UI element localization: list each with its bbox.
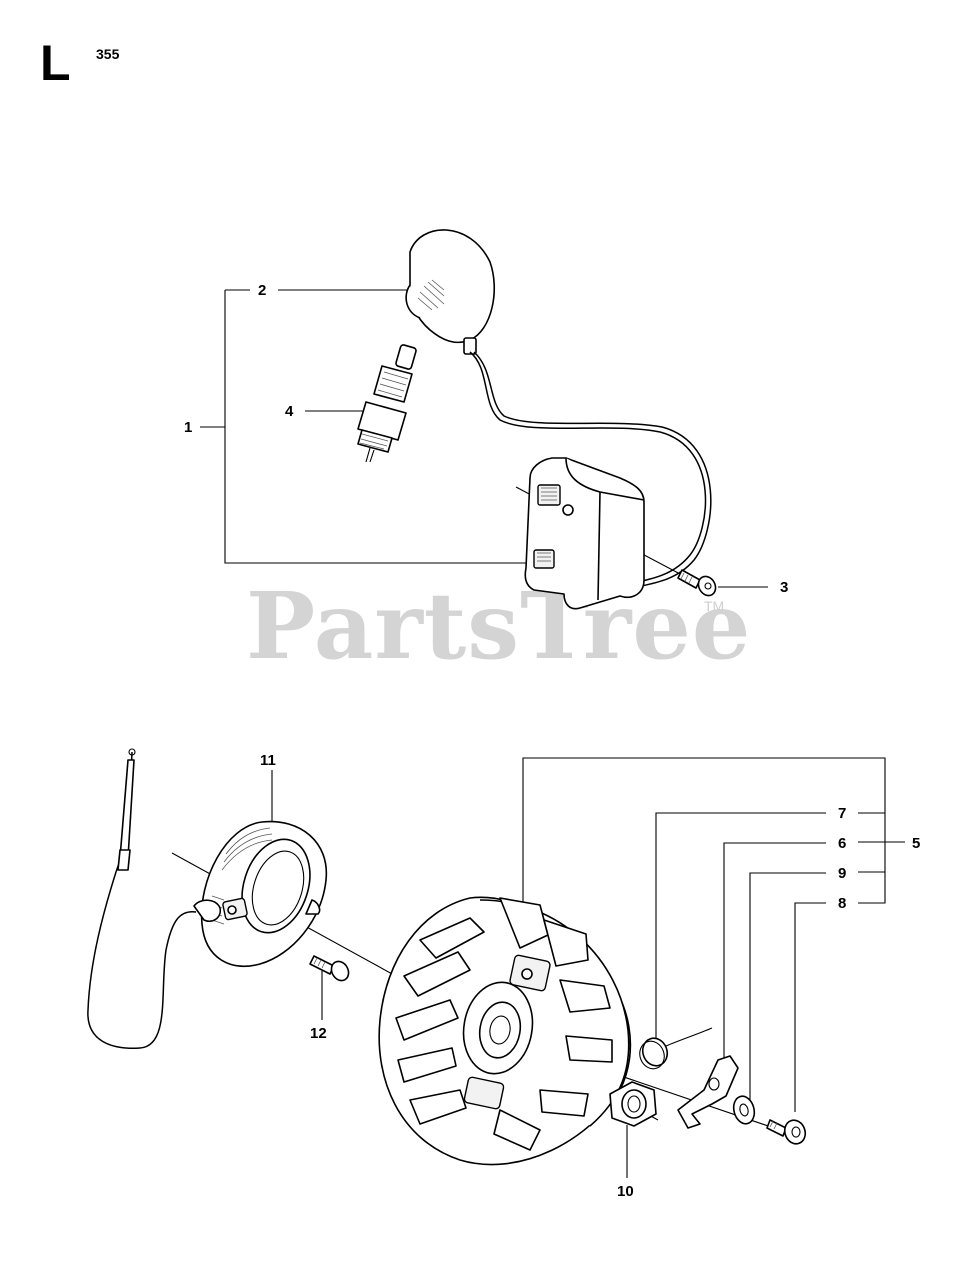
callout-12: 12 (310, 1025, 327, 1042)
callout-2: 2 (258, 282, 267, 299)
ignition-coil-ring (193, 820, 328, 967)
watermark-logo: PartsTree (246, 572, 752, 680)
callout-5: 5 (912, 835, 921, 852)
ground-wire (87, 748, 197, 1049)
pawl (677, 1055, 739, 1129)
callout-8: 8 (838, 895, 847, 912)
watermark-trademark: TM (704, 598, 725, 614)
ignition-module (524, 457, 645, 610)
page-number: 355 (96, 46, 120, 62)
callout-3: 3 (780, 579, 789, 596)
coil-screw (309, 955, 350, 982)
leader-lines-upper (200, 289, 768, 588)
callout-11: 11 (260, 752, 276, 769)
section-letter: L (40, 35, 71, 91)
callout-9: 9 (838, 865, 847, 882)
flywheel (378, 896, 632, 1166)
flywheel-nut (609, 1081, 657, 1127)
callout-7: 7 (838, 805, 847, 822)
callout-6: 6 (838, 835, 847, 852)
callout-4: 4 (285, 403, 294, 420)
spark-plug (357, 344, 417, 463)
washer (732, 1095, 756, 1125)
callout-10: 10 (617, 1183, 634, 1200)
callout-1: 1 (184, 419, 193, 436)
module-screw (677, 569, 717, 597)
pawl-screw (766, 1119, 807, 1145)
spark-plug-boot (405, 229, 496, 355)
spring (639, 1027, 713, 1070)
